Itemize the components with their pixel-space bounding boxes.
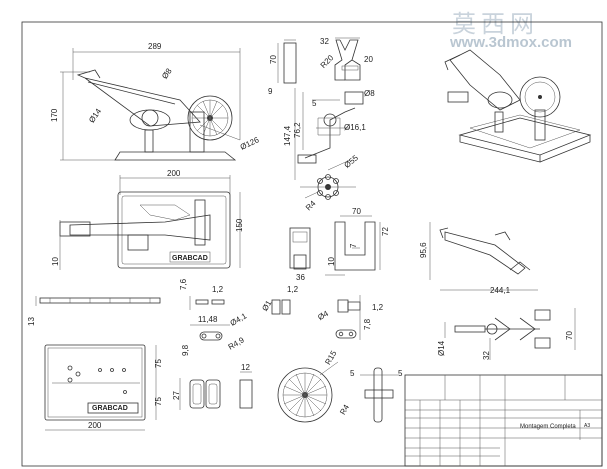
- dim-crank-d16-1: Ø16,1: [344, 123, 366, 132]
- top-view: [59, 175, 241, 270]
- clamp-view: [277, 37, 361, 84]
- dim-base-75b: 75: [154, 397, 163, 406]
- watermark-url: www.3dmox.com: [450, 34, 572, 51]
- dim-crank-d8: Ø8: [364, 89, 375, 98]
- dim-clamp-70: 70: [269, 55, 278, 64]
- dim-base-200: 200: [88, 421, 102, 430]
- dim-bracket-72: 72: [381, 227, 390, 236]
- dim-frame-95-6: 95,6: [419, 242, 428, 258]
- frame-side-view: [429, 222, 538, 291]
- dim-link-9-8: 9,8: [181, 344, 190, 356]
- dim-top-width: 200: [167, 169, 181, 178]
- dim-link-11-48: 11,48: [198, 315, 218, 324]
- dim-pad-12: 12: [241, 363, 250, 372]
- dim-fork-d14: Ø14: [437, 340, 446, 356]
- dim-clamp-32: 32: [320, 37, 329, 46]
- base-plate-view: [44, 344, 157, 431]
- dim-hub-5b: 5: [398, 369, 403, 378]
- dim-fork-32: 32: [482, 351, 491, 360]
- chain-links-view: [189, 295, 361, 341]
- dim-side-height: 170: [50, 108, 59, 122]
- sheet-border: [21, 21, 603, 467]
- dim-pad-27: 27: [172, 391, 181, 400]
- dim-link-7-6: 7,6: [179, 278, 188, 290]
- plate-view: [35, 296, 161, 306]
- dim-link-1-2c: 1,2: [372, 303, 384, 312]
- wheel-view: [277, 361, 339, 423]
- dim-link-1-2b: 1,2: [287, 285, 299, 294]
- dim-clamp-20: 20: [364, 55, 373, 64]
- dim-crank-5: 5: [312, 99, 317, 108]
- dim-frame-244-1: 244,1: [490, 286, 511, 295]
- dim-plate-13: 13: [27, 317, 36, 326]
- dim-bracket-36: 36: [296, 273, 305, 282]
- dim-fork-70: 70: [565, 331, 574, 340]
- pads-view: [179, 371, 253, 410]
- hub-view: [360, 367, 398, 423]
- dim-side-width: 289: [148, 42, 162, 51]
- watermark-cn: 莫西网: [452, 10, 539, 38]
- dim-top-height: 150: [235, 218, 244, 232]
- dim-crank-76-2: 76,2: [293, 122, 302, 138]
- title-block-title: Montagem Completa: [520, 424, 576, 430]
- crank-view: [294, 88, 364, 180]
- dim-base-75a: 75: [154, 359, 163, 368]
- dim-link-7-8: 7,8: [363, 318, 372, 330]
- dim-bracket-7: 7: [349, 243, 358, 248]
- isometric-view: [444, 49, 592, 163]
- dim-hub-5a: 5: [350, 369, 355, 378]
- side-view: [60, 48, 241, 161]
- brand-label-base-plate: GRABCAD: [92, 405, 128, 412]
- title-block: [404, 374, 603, 467]
- bracket-right-view: [325, 215, 381, 276]
- brand-label-top-view: GRABCAD: [172, 255, 208, 262]
- dim-link-1-2a: 1,2: [212, 285, 224, 294]
- fork-view: [444, 308, 576, 360]
- dim-crank-147-4: 147,4: [283, 125, 292, 146]
- bracket-left-view: [289, 227, 311, 270]
- dim-bracket-10: 10: [327, 257, 336, 266]
- dim-bracket-70: 70: [352, 207, 361, 216]
- title-block-sheet: A3: [584, 423, 591, 429]
- dim-crank-9: 9: [268, 87, 273, 96]
- sprocket-view: [300, 159, 356, 200]
- dim-top-10: 10: [51, 257, 60, 266]
